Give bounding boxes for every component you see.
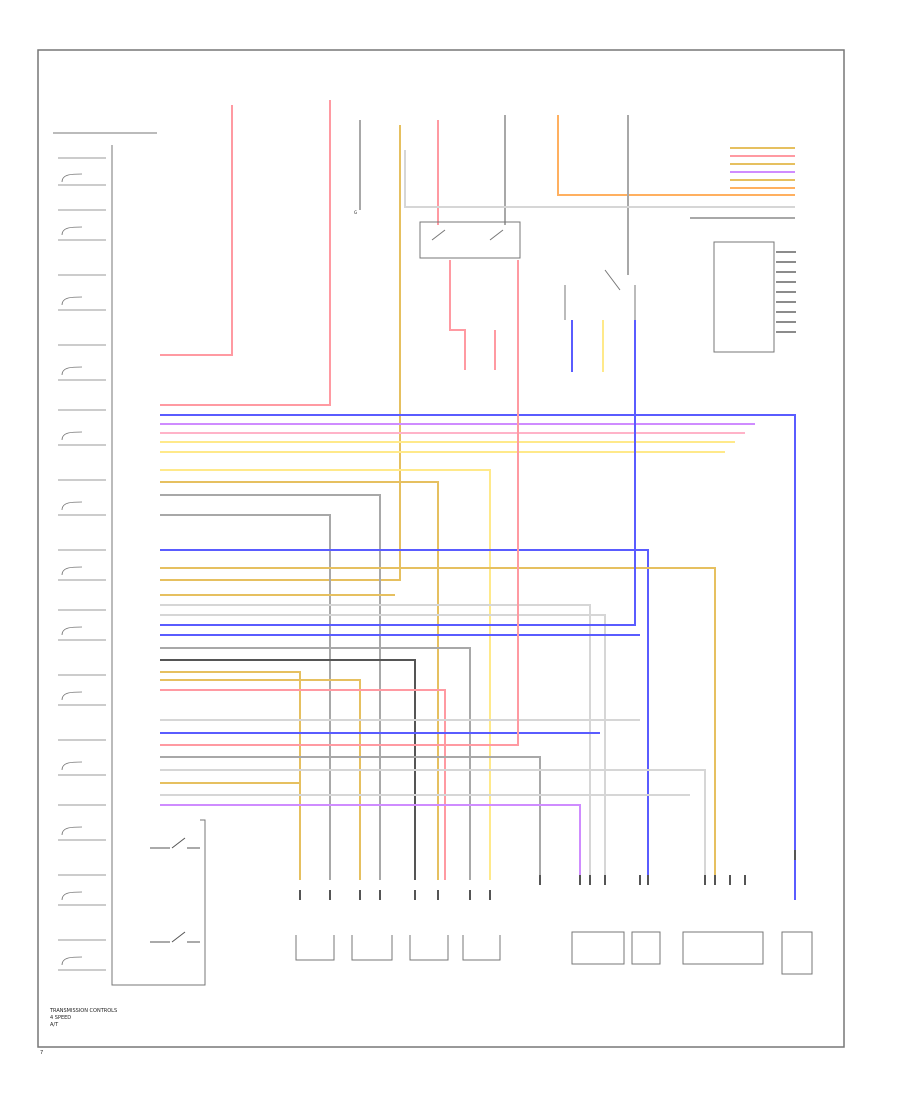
relay-output-wires (449, 260, 604, 372)
relay-box (419, 221, 775, 353)
diagram-frame (37, 49, 845, 1048)
footer-title-line-3: A/T (50, 1022, 59, 1028)
footer-title-line-1: TRANSMISSION CONTROLS (49, 1008, 117, 1014)
power-feed-wires (160, 100, 795, 581)
footer-title: TRANSMISSION CONTROLS 4 SPEED A/T (49, 1008, 117, 1028)
bottom-components (295, 931, 813, 975)
harness-connector-right (690, 147, 795, 219)
page-code: 7 (40, 1050, 43, 1056)
control-module (53, 132, 206, 986)
sensor-pins-right (776, 251, 796, 333)
ground-label: G (354, 210, 357, 215)
bottom-connector-pins (299, 850, 796, 900)
footer-title-line-2: 4 SPEED (50, 1015, 71, 1021)
signal-wires (160, 320, 796, 900)
